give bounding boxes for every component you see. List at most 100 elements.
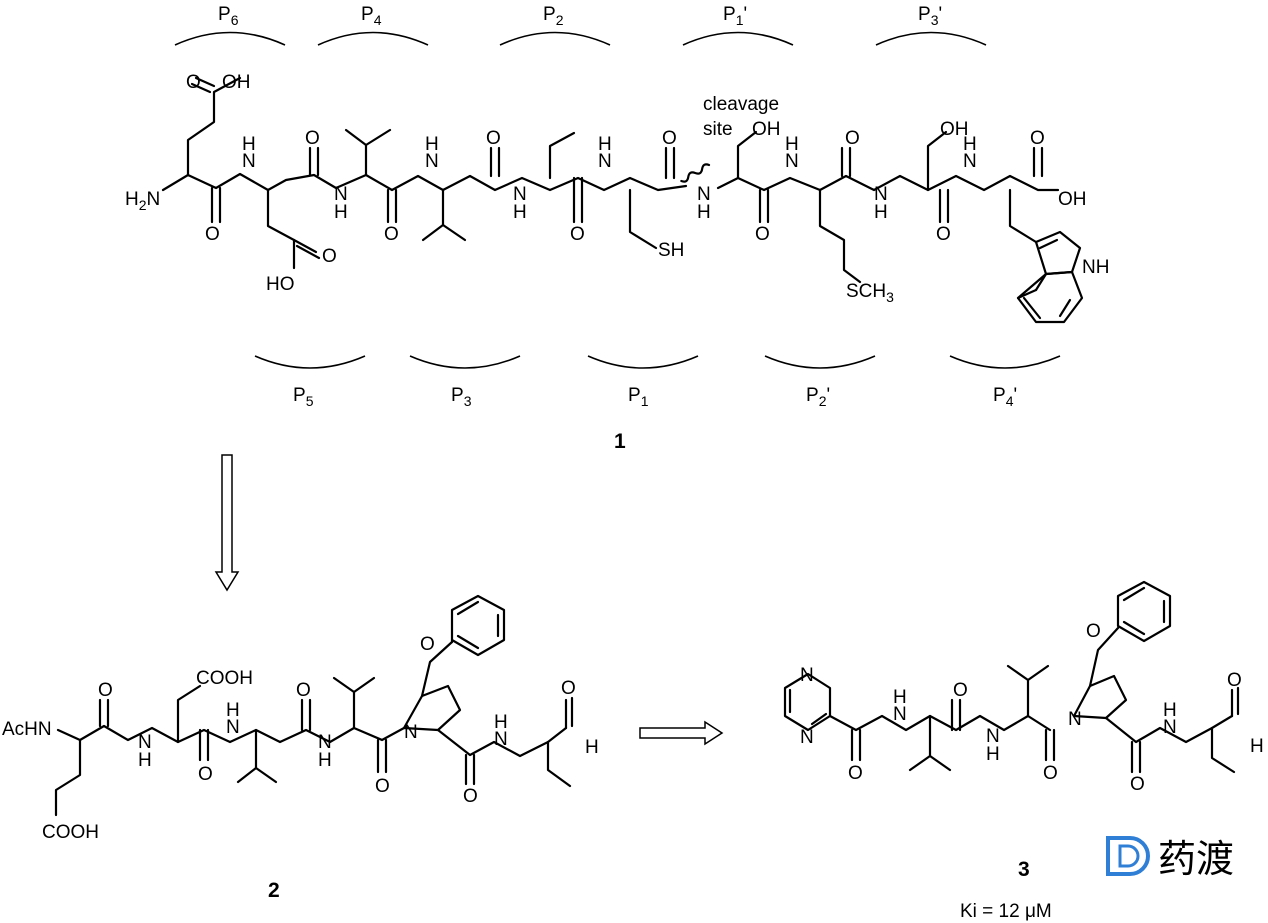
atom-nh: NH bbox=[1082, 257, 1109, 278]
atom-achn: AcHN bbox=[2, 719, 52, 740]
indole-ring bbox=[1034, 230, 1082, 276]
atom-h: H bbox=[1163, 700, 1177, 721]
watermark-logo: 药渡 bbox=[1106, 836, 1234, 881]
atom-cooh: COOH bbox=[196, 668, 253, 689]
atom-o: O bbox=[662, 128, 677, 149]
atom-o: O bbox=[420, 634, 435, 655]
atom-h: H bbox=[986, 744, 1000, 765]
down-arrow bbox=[214, 454, 240, 592]
atom-h: H bbox=[1250, 736, 1264, 757]
site-arc-p2prime bbox=[764, 355, 876, 369]
compound-number-2: 2 bbox=[268, 879, 280, 902]
atom-n: N bbox=[598, 151, 612, 172]
amine-label: H2N bbox=[125, 189, 160, 213]
benzyl-ring-3 bbox=[1116, 580, 1172, 643]
compound-1-structure: H2N O O OH N H O HO O N H O N H O N H O … bbox=[125, 31, 1109, 369]
site-arc-p1 bbox=[587, 355, 699, 369]
peptide-backbone bbox=[161, 172, 688, 192]
site-arc-p6 bbox=[174, 31, 286, 46]
site-arc-p3prime bbox=[875, 31, 987, 46]
atom-h: H bbox=[874, 202, 888, 223]
peptide-backbone-2 bbox=[716, 174, 1060, 192]
atom-o: O bbox=[198, 764, 213, 785]
atom-o: O bbox=[463, 786, 478, 807]
atom-oh: OH bbox=[222, 72, 251, 93]
atom-n: N bbox=[893, 704, 907, 725]
atom-o: O bbox=[322, 246, 337, 267]
atom-o: O bbox=[305, 128, 320, 149]
atom-n: N bbox=[226, 717, 240, 738]
atom-o: O bbox=[98, 680, 113, 701]
atom-o: O bbox=[1043, 763, 1058, 784]
atom-o: O bbox=[384, 224, 399, 245]
compound-number-1: 1 bbox=[614, 430, 626, 453]
atom-h: H bbox=[425, 134, 439, 155]
cleavage-note-line2: site bbox=[703, 119, 733, 140]
site-label-bottom-3: P2' bbox=[806, 385, 830, 409]
right-arrow bbox=[639, 720, 724, 746]
atom-n: N bbox=[785, 151, 799, 172]
site-arc-p4 bbox=[317, 31, 429, 46]
atom-o: O bbox=[296, 680, 311, 701]
atom-oh: OH bbox=[940, 119, 969, 140]
atom-n: N bbox=[986, 726, 1000, 747]
atom-sh: SH bbox=[658, 240, 684, 261]
atom-oh: OH bbox=[1058, 189, 1087, 210]
site-arc-p4prime bbox=[949, 355, 1061, 369]
atom-n: N bbox=[513, 184, 527, 205]
atom-h: H bbox=[598, 134, 612, 155]
site-arc-p2 bbox=[499, 31, 611, 46]
atom-cooh: COOH bbox=[42, 822, 99, 843]
indole-benzene bbox=[1016, 270, 1084, 324]
atom-n: N bbox=[494, 729, 508, 750]
atom-n: N bbox=[800, 727, 814, 748]
atom-h: H bbox=[226, 700, 240, 721]
atom-o: O bbox=[848, 763, 863, 784]
atom-n: N bbox=[404, 722, 418, 743]
site-arc-p3 bbox=[409, 355, 521, 369]
atom-o: O bbox=[375, 776, 390, 797]
atom-o: O bbox=[1030, 128, 1045, 149]
atom-o: O bbox=[953, 680, 968, 701]
atom-o: O bbox=[1227, 670, 1242, 691]
atom-h: H bbox=[318, 750, 332, 771]
ki-value: Ki = 12 μM bbox=[960, 901, 1052, 922]
atom-o: O bbox=[1130, 774, 1145, 795]
atom-o: O bbox=[936, 224, 951, 245]
atom-h: H bbox=[494, 712, 508, 733]
atom-n: N bbox=[800, 665, 814, 686]
atom-o: O bbox=[845, 128, 860, 149]
atom-n: N bbox=[874, 184, 888, 205]
atom-n: N bbox=[1163, 717, 1177, 738]
site-label-bottom-0: P5 bbox=[293, 385, 314, 409]
atom-o: O bbox=[1086, 621, 1101, 642]
watermark-text: 药渡 bbox=[1158, 837, 1234, 881]
site-label-top-0: P6 bbox=[218, 4, 239, 28]
atom-h: H bbox=[138, 750, 152, 771]
atom-n: N bbox=[963, 151, 977, 172]
site-label-top-2: P2 bbox=[543, 4, 564, 28]
site-label-bottom-1: P3 bbox=[451, 385, 472, 409]
site-label-bottom-4: P4' bbox=[993, 385, 1017, 409]
atom-h: H bbox=[697, 202, 711, 223]
site-label-top-3: P1' bbox=[723, 4, 747, 28]
atom-h: H bbox=[585, 737, 599, 758]
atom-n: N bbox=[1068, 709, 1082, 730]
site-arc-p5 bbox=[254, 355, 366, 369]
atom-n: N bbox=[697, 184, 711, 205]
atom-o: O bbox=[561, 678, 576, 699]
atom-h: H bbox=[242, 134, 256, 155]
atom-n: N bbox=[425, 151, 439, 172]
atom-sch3: SCH3 bbox=[846, 281, 894, 305]
atom-o: O bbox=[486, 128, 501, 149]
cleavage-site-mark bbox=[680, 163, 711, 183]
pyrrolidine-ring bbox=[402, 684, 462, 732]
atom-n: N bbox=[318, 732, 332, 753]
compound-number-3: 3 bbox=[1018, 858, 1030, 881]
atom-n: N bbox=[138, 732, 152, 753]
atom-h: H bbox=[513, 202, 527, 223]
atom-o: O bbox=[186, 72, 201, 93]
site-label-top-4: P3' bbox=[918, 4, 942, 28]
